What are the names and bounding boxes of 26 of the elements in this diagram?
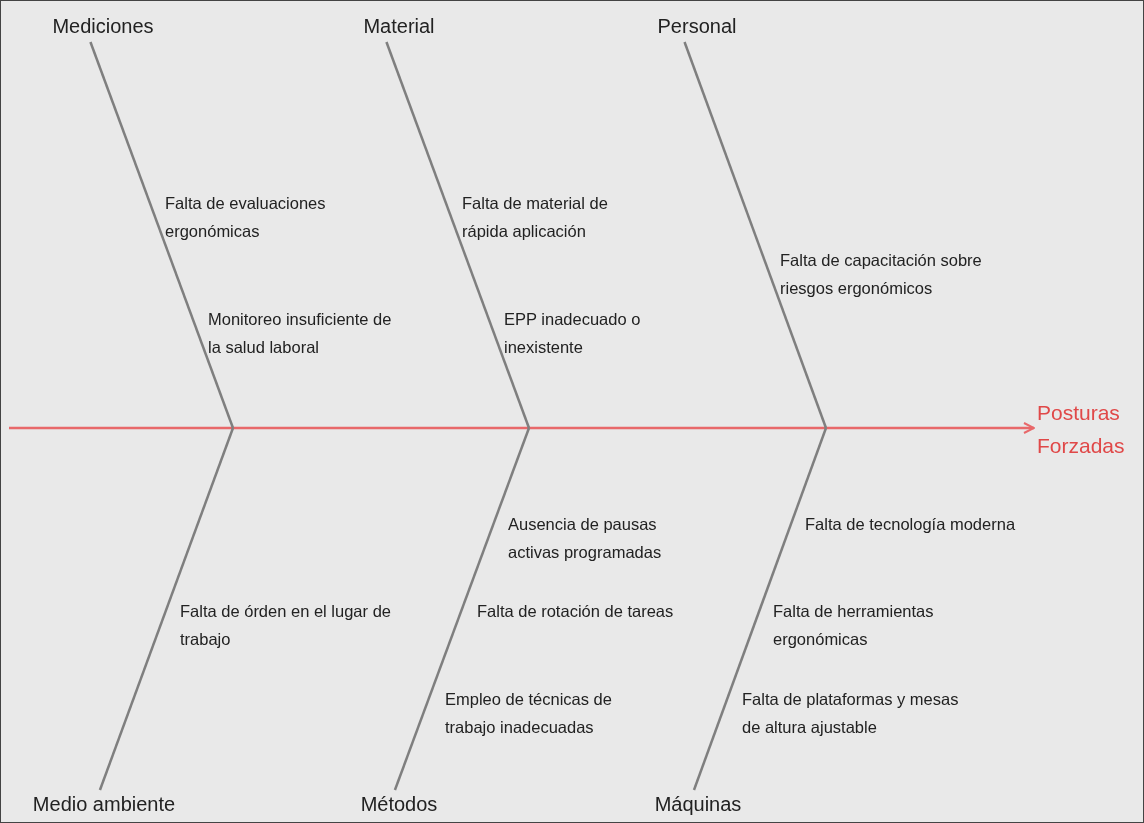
cause-text: Falta de capacitación sobre riesgos ergonómicos [780, 250, 983, 299]
effect-label: Posturas Forzadas [1037, 396, 1142, 462]
category-label: Máquinas [654, 791, 742, 817]
cause-text: Falta de órden en el lugar de trabajo [180, 601, 392, 650]
category-label: Material [363, 13, 435, 39]
category-label: Mediciones [52, 13, 154, 39]
bone-line [98, 427, 235, 791]
cause-text: Falta de material de rápida aplicación [462, 193, 609, 242]
bone-line [393, 427, 531, 791]
cause-text: Falta de herramientas ergonómicas [773, 601, 935, 650]
cause-text: Falta de evaluaciones ergonómicas [165, 193, 327, 242]
bone-line [89, 41, 235, 429]
cause-text: Falta de rotación de tareas [477, 601, 675, 622]
cause-text: EPP inadecuado o inexistente [504, 309, 642, 358]
spine-arrow [9, 422, 1035, 434]
category-label: Métodos [360, 791, 438, 817]
bone-line [683, 41, 828, 429]
category-label: Medio ambiente [32, 791, 176, 817]
cause-text: Empleo de técnicas de trabajo inadecuadas [445, 689, 613, 738]
category-label: Personal [657, 13, 737, 39]
bone-line [385, 41, 531, 429]
bone-line [692, 427, 828, 791]
cause-text: Ausencia de pausas activas programadas [508, 514, 663, 563]
cause-text: Falta de plataformas y mesas de altura ajustable [742, 689, 960, 738]
cause-text: Monitoreo insuficiente de la salud laboral [208, 309, 393, 358]
cause-text: Falta de tecnología moderna [805, 514, 1017, 535]
